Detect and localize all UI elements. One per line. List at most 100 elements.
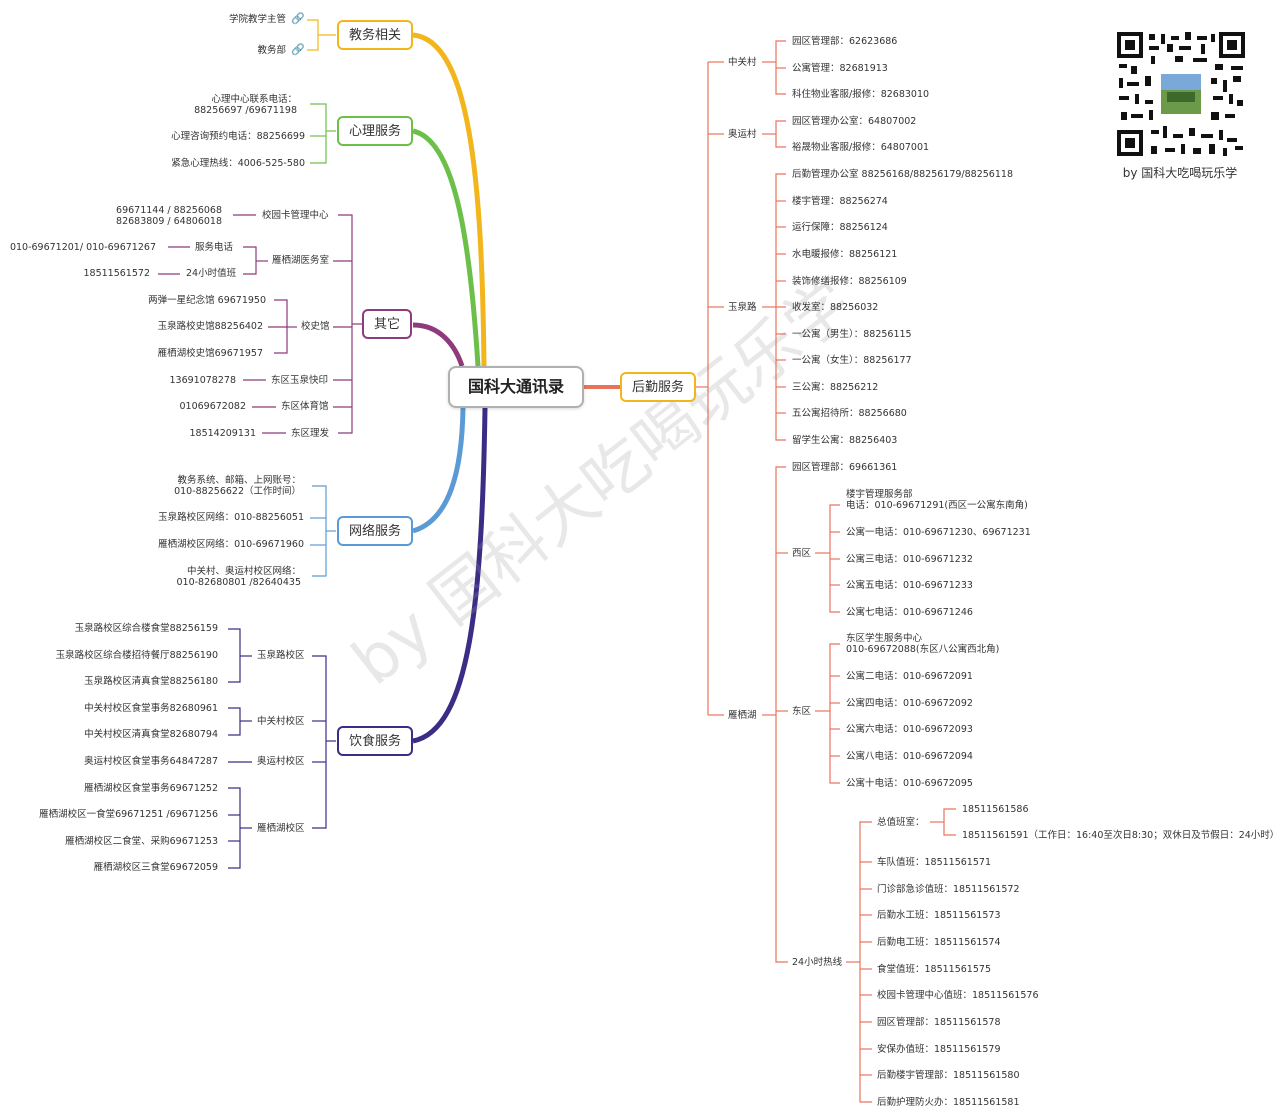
houqin-item: 一公寓（男生）：88256115 xyxy=(792,329,912,340)
houqin-campus-label: 奥运村 xyxy=(728,129,757,140)
houqin-item: 五公寓招待所：88256680 xyxy=(792,408,907,419)
qita-card-value: 69671144 / 88256068 82683809 / 64806018 xyxy=(116,205,222,227)
hotline-item: 后勤楼宇管理部：18511561580 xyxy=(877,1070,1020,1081)
houqin-item: 裕晟物业客服/报修：64807001 xyxy=(792,142,930,153)
hotline-item: 食堂值班：18511561575 xyxy=(877,964,991,975)
houqin-item: 楼宇管理：88256274 xyxy=(792,196,888,207)
houqin-item: 装饰修缮报修：88256109 xyxy=(792,276,907,287)
topic-xinli[interactable]: 心理服务 xyxy=(337,116,414,146)
link-icon[interactable]: 🔗 xyxy=(291,12,305,25)
jiaowu-item-jiaowubu[interactable]: 教务部 xyxy=(257,45,286,56)
yinshi-item: 玉泉路校区综合楼食堂88256159 xyxy=(74,623,218,634)
topic-yinshi[interactable]: 饮食服务 xyxy=(337,726,414,756)
houqin-area-label: 西区 xyxy=(792,548,812,559)
houqin-item: 公寓二电话：010-69672091 xyxy=(846,671,973,682)
houqin-item: 楼宇管理服务部 电话：010-69671291(西区一公寓东南角) xyxy=(846,489,1028,511)
houqin-item: 公寓四电话：010-69672092 xyxy=(846,698,973,709)
houqin-area-label: 东区 xyxy=(792,706,812,717)
hotline-item: 园区管理部：18511561578 xyxy=(877,1017,1001,1028)
yinshi-item: 奥运村校区食堂事务64847287 xyxy=(84,756,218,767)
yinshi-item: 雁栖湖校区三食堂69672059 xyxy=(93,862,218,873)
qita-clinic-service-value: 010-69671201/ 010-69671267 xyxy=(9,242,156,253)
xinli-item-center-phone: 心理中心联系电话： 88256697 /69671198 xyxy=(194,94,297,116)
xinli-item-hotline: 紧急心理热线：4006-525-580 xyxy=(171,158,305,169)
houqin-item: 收发室：88256032 xyxy=(792,302,879,313)
yinshi-item: 雁栖湖校区一食堂69671251 /69671256 xyxy=(39,809,218,820)
houqin-item: 东区学生服务中心 010-69672088(东区八公寓西北角) xyxy=(846,633,1000,655)
houqin-item: 水电暖报修：88256121 xyxy=(792,249,898,260)
hotline-item: 后勤水工班：18511561573 xyxy=(877,910,1001,921)
wangluo-item: 教务系统、邮箱、上网账号： 010-88256622（工作时间） xyxy=(174,475,301,497)
qr-code xyxy=(1115,30,1247,158)
qita-card-label: 校园卡管理中心 xyxy=(262,210,329,221)
houqin-item: 运行保障：88256124 xyxy=(792,222,888,233)
hotline-item: 安保办值班：18511561579 xyxy=(877,1044,1001,1055)
qita-other-value: 01069672082 xyxy=(179,401,247,412)
qita-other-value: 18514209131 xyxy=(189,428,257,439)
topic-jiaowu[interactable]: 教务相关 xyxy=(337,20,414,50)
yinshi-group-label: 雁栖湖校区 xyxy=(257,823,305,834)
houqin-campus-label: 玉泉路 xyxy=(728,302,757,313)
yinshi-group-label: 玉泉路校区 xyxy=(257,650,305,661)
link-icon[interactable]: 🔗 xyxy=(291,43,305,56)
hotline-item: 后勤电工班：18511561574 xyxy=(877,937,1001,948)
yinshi-item: 雁栖湖校区二食堂、采购69671253 xyxy=(65,836,218,847)
hotline-item: 门诊部急诊值班：18511561572 xyxy=(877,884,1020,895)
yinshi-item: 中关村校区清真食堂82680794 xyxy=(84,729,218,740)
hotline-item: 车队值班：18511561571 xyxy=(877,857,991,868)
qita-history-item: 玉泉路校史馆88256402 xyxy=(157,321,263,332)
yinshi-item: 玉泉路校区清真食堂88256180 xyxy=(84,676,218,687)
wangluo-item: 中关村、奥运村校区网络： 010-82680801 /82640435 xyxy=(176,566,302,588)
qita-other-value: 13691078278 xyxy=(169,375,237,386)
topic-houqin[interactable]: 后勤服务 xyxy=(620,372,697,402)
hotline-duty-label: 总值班室： xyxy=(877,817,925,828)
houqin-item: 一公寓（女生）：88256177 xyxy=(792,355,912,366)
central-topic[interactable]: 国科大通讯录 xyxy=(448,366,584,408)
houqin-item: 公寓五电话：010-69671233 xyxy=(846,580,973,591)
xinli-item-appointment: 心理咨询预约电话：88256699 xyxy=(171,131,305,142)
qita-history-item: 两弹一星纪念馆 69671950 xyxy=(148,295,266,306)
houqin-item: 公寓八电话：010-69672094 xyxy=(846,751,973,762)
qr-caption: by 国科大吃喝玩乐学 xyxy=(1122,166,1238,180)
houqin-campus-label: 雁栖湖 xyxy=(728,710,757,721)
houqin-item: 公寓三电话：010-69671232 xyxy=(846,554,973,565)
houqin-item: 公寓管理：82681913 xyxy=(792,63,888,74)
qita-clinic-service-label: 服务电话 xyxy=(195,242,234,253)
houqin-item: 园区管理部：62623686 xyxy=(792,36,898,47)
houqin-area-label: 24小时热线 xyxy=(792,957,843,968)
hotline-item: 后勤护理防火办：18511561581 xyxy=(877,1097,1020,1108)
qita-history-label: 校史馆 xyxy=(301,321,330,332)
houqin-item: 公寓十电话：010-69672095 xyxy=(846,778,973,789)
qita-other-label: 东区体育馆 xyxy=(281,401,329,412)
hotline-duty-value: 18511561586 xyxy=(962,804,1029,815)
houqin-item: 园区管理办公室：64807002 xyxy=(792,116,917,127)
qita-other-label: 东区理发 xyxy=(291,428,330,439)
yinshi-item: 玉泉路校区综合楼招待餐厅88256190 xyxy=(55,650,218,661)
houqin-item: 公寓六电话：010-69672093 xyxy=(846,724,973,735)
yinshi-group-label: 中关村校区 xyxy=(257,716,305,727)
qita-history-item: 雁栖湖校史馆69671957 xyxy=(157,348,263,359)
houqin-item: 后勤管理办公室 88256168/88256179/88256118 xyxy=(792,169,1013,180)
topic-qita[interactable]: 其它 xyxy=(362,309,413,339)
yinshi-group-label: 奥运村校区 xyxy=(257,756,305,767)
houqin-item: 科住物业客服/报修：82683010 xyxy=(792,89,930,100)
qita-clinic-24h-value: 18511561572 xyxy=(83,268,151,279)
topic-wangluo[interactable]: 网络服务 xyxy=(337,516,414,546)
qita-other-label: 东区玉泉快印 xyxy=(271,375,329,386)
hotline-item: 校园卡管理中心值班：18511561576 xyxy=(877,990,1039,1001)
houqin-item: 公寓七电话：010-69671246 xyxy=(846,607,973,618)
houqin-item: 公寓一电话：010-69671230、69671231 xyxy=(846,527,1031,538)
houqin-campus-label: 中关村 xyxy=(728,57,757,68)
yinshi-item: 雁栖湖校区食堂事务69671252 xyxy=(84,783,218,794)
qita-clinic-24h-label: 24小时值班 xyxy=(186,268,237,279)
hotline-duty-value: 18511561591（工作日：16:40至次日8:30；双休日及节假日：24小… xyxy=(962,830,1280,841)
wangluo-item: 雁栖湖校区网络：010-69671960 xyxy=(158,539,304,550)
houqin-item: 三公寓：88256212 xyxy=(792,382,879,393)
yinshi-item: 中关村校区食堂事务82680961 xyxy=(84,703,218,714)
houqin-item: 留学生公寓：88256403 xyxy=(792,435,898,446)
houqin-item: 园区管理部：69661361 xyxy=(792,462,898,473)
jiaowu-item-xueyuan[interactable]: 学院教学主管 xyxy=(228,14,286,25)
wangluo-item: 玉泉路校区网络：010-88256051 xyxy=(158,512,304,523)
qita-clinic-label: 雁栖湖医务室 xyxy=(272,255,330,266)
